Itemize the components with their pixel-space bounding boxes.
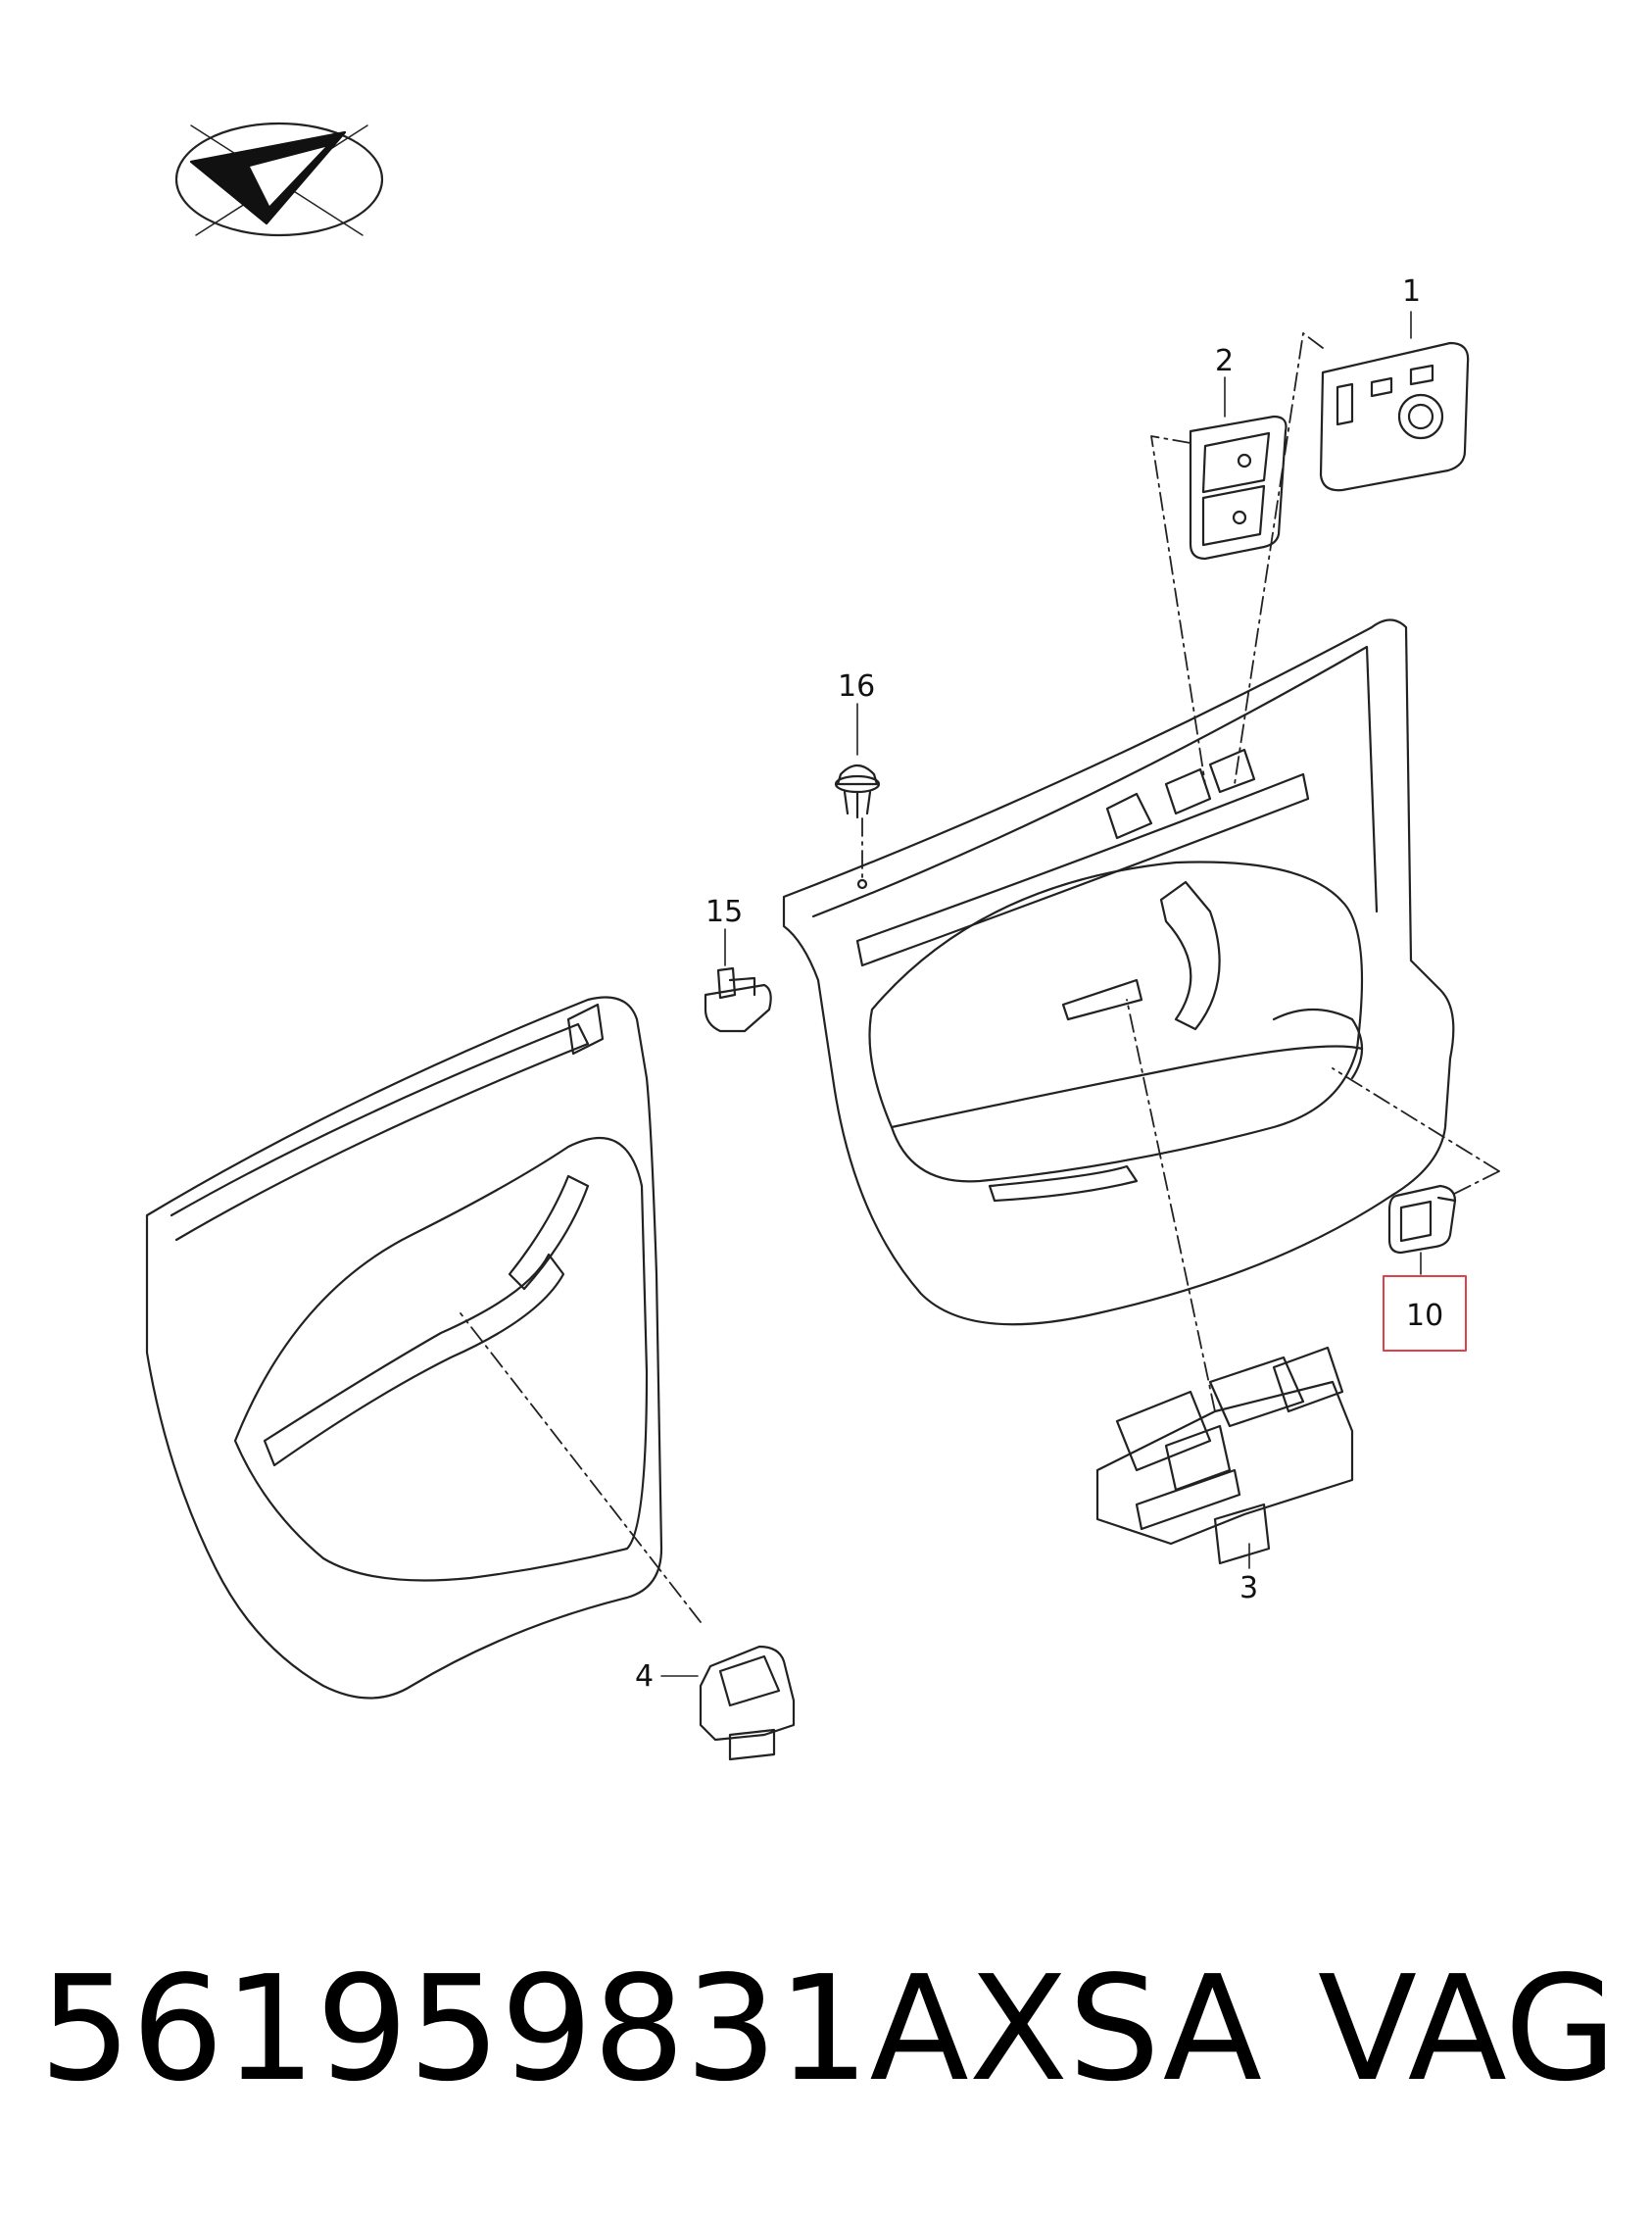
callout-2: 2 [1215,344,1234,378]
part-16-clip [834,764,881,890]
part-10-small-switch [1387,1184,1457,1255]
part-4-rear-window-switch [699,1645,796,1761]
assembly-lines [460,332,1500,1623]
brand-name: VAG [1317,1945,1617,2113]
part-2-lock-switch [1189,415,1288,561]
part-number: 561959831AXSA [39,1945,1263,2113]
callout-10-highlight [1383,1275,1467,1352]
callout-16: 16 [838,669,875,704]
direction-compass-icon [174,122,384,237]
callout-4: 4 [635,1659,654,1694]
leader-lines [660,311,1422,1677]
callout-3: 3 [1239,1571,1258,1605]
callout-10: 10 [1406,1299,1443,1333]
footer: 561959831AXSA VAG [39,1936,1617,2122]
part-3-window-switch-block [1095,1346,1354,1565]
front-door-panel [782,618,1455,1326]
part-15-retainer [704,966,772,1033]
part-1-mirror-switch [1319,341,1470,492]
rear-door-panel [145,996,663,1700]
callout-15: 15 [705,895,743,929]
callout-1: 1 [1402,274,1421,309]
